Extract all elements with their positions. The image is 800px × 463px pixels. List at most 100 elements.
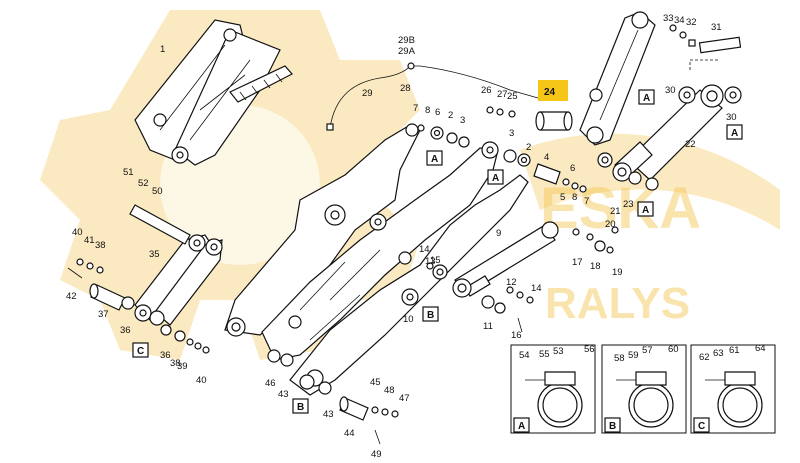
- box-label-frame-bC1: [132, 342, 149, 358]
- washers-right: [597, 24, 742, 191]
- box-label-frame-bDB: [604, 417, 621, 433]
- callout-c59: 59: [628, 350, 639, 361]
- callout-c9: 9: [496, 228, 501, 239]
- box-label-bDA: A: [518, 421, 525, 432]
- box-label-frame-bB2: [292, 398, 309, 414]
- callout-c62: 62: [699, 352, 710, 363]
- callout-c14a: 14: [419, 244, 430, 255]
- callout-c50: 50: [152, 186, 163, 197]
- box-label-frame-bA5: [637, 201, 654, 217]
- box-label-frame-bB1: [422, 306, 439, 322]
- callout-c12: 12: [506, 277, 517, 288]
- callout-c45: 45: [370, 377, 381, 388]
- main-boom: [224, 123, 529, 396]
- callout-c26: 26: [481, 85, 492, 96]
- callout-c40a: 40: [72, 227, 83, 238]
- box-label-bA5: A: [642, 205, 649, 216]
- callout-c28: 28: [400, 83, 411, 94]
- callout-c47: 47: [399, 393, 410, 404]
- callout-c56: 56: [584, 344, 595, 355]
- detail-panel-c: [690, 344, 776, 434]
- box-label-bA2: A: [492, 173, 499, 184]
- callout-c63: 63: [713, 348, 724, 359]
- detail-panel-b: [601, 344, 687, 434]
- callout-c41a: 41: [84, 235, 95, 246]
- callout-c27: 27: [497, 89, 508, 100]
- callout-c31: 31: [711, 22, 722, 33]
- part-1-bucket-link: [134, 19, 293, 166]
- box-label-frame-bA1: [426, 150, 443, 166]
- callout-c61: 61: [729, 345, 740, 356]
- box-label-bC1: C: [137, 346, 144, 357]
- callout-c57: 57: [642, 345, 653, 356]
- detail-panel-a: [510, 344, 596, 434]
- callout-c8a: 8: [425, 105, 430, 116]
- callout-c2b: 2: [526, 142, 531, 153]
- lower-parts: [267, 226, 619, 445]
- callout-c7b: 7: [584, 196, 589, 207]
- callout-c53: 53: [553, 346, 564, 357]
- callout-c19: 19: [612, 267, 623, 278]
- callout-c30b: 30: [726, 112, 737, 123]
- box-label-frame-bA3: [638, 89, 655, 105]
- callout-c37: 37: [98, 309, 109, 320]
- callout-c7a: 7: [413, 103, 418, 114]
- callout-c21: 21: [610, 206, 621, 217]
- callout-c8b: 8: [572, 192, 577, 203]
- callout-c6a: 6: [435, 107, 440, 118]
- box-label-bDC: C: [698, 421, 705, 432]
- callout-c34: 34: [674, 15, 685, 26]
- callout-c25: 25: [507, 91, 518, 102]
- callout-c5: 5: [560, 192, 565, 203]
- callout-c44: 44: [344, 428, 355, 439]
- box-label-bA3: A: [643, 93, 650, 104]
- callout-c3b: 3: [509, 128, 514, 139]
- callout-c14b: 14: [531, 283, 542, 294]
- box-label-bA1: A: [431, 154, 438, 165]
- washers-top: [417, 106, 587, 193]
- box-label-frame-bDC: [693, 417, 710, 433]
- callout-c32: 32: [686, 17, 697, 28]
- callout-c10: 10: [403, 314, 414, 325]
- grease-line: [326, 62, 546, 131]
- callout-c55: 55: [539, 349, 550, 360]
- callout-c46: 46: [265, 378, 276, 389]
- callout-c1: 1: [160, 44, 165, 55]
- callout-c48: 48: [384, 385, 395, 396]
- callout-c51: 51: [123, 167, 134, 178]
- callout-c13: 13: [425, 256, 436, 267]
- box-label-bB1: B: [427, 310, 434, 321]
- left-linkage: [67, 204, 223, 354]
- callout-c39: 39: [177, 361, 188, 372]
- box-label-bB2: B: [297, 402, 304, 413]
- callout-c40b: 40: [196, 375, 207, 386]
- highlight-part-24-marker: [538, 80, 568, 101]
- callout-c3a: 3: [460, 115, 465, 126]
- callout-c38a: 38: [95, 240, 106, 251]
- callout-c54: 54: [519, 350, 530, 361]
- watermark-logo-text: ESKA: [540, 176, 701, 241]
- callout-c43a: 43: [278, 389, 289, 400]
- box-label-bA4: A: [731, 128, 738, 139]
- watermark-logo-subtext: RALYS: [545, 279, 690, 328]
- callout-24-highlighted: 24: [544, 87, 556, 98]
- callout-c58: 58: [614, 353, 625, 364]
- callout-c18: 18: [590, 261, 601, 272]
- callout-c11: 11: [483, 321, 493, 332]
- callout-c29A: 29A: [398, 46, 416, 57]
- callout-c52: 52: [138, 178, 149, 189]
- callout-c6b: 6: [570, 163, 575, 174]
- right-link: [579, 11, 742, 146]
- box-label-frame-bA4: [726, 124, 743, 140]
- callout-c42: 42: [66, 291, 77, 302]
- callout-c16: 16: [511, 330, 522, 341]
- callout-c2a: 2: [448, 110, 453, 121]
- cylinder-9: [452, 221, 559, 298]
- callout-c22: 22: [685, 139, 696, 150]
- callout-c49: 49: [371, 449, 382, 460]
- cylinder-22: [612, 84, 724, 182]
- callout-c33: 33: [663, 13, 674, 24]
